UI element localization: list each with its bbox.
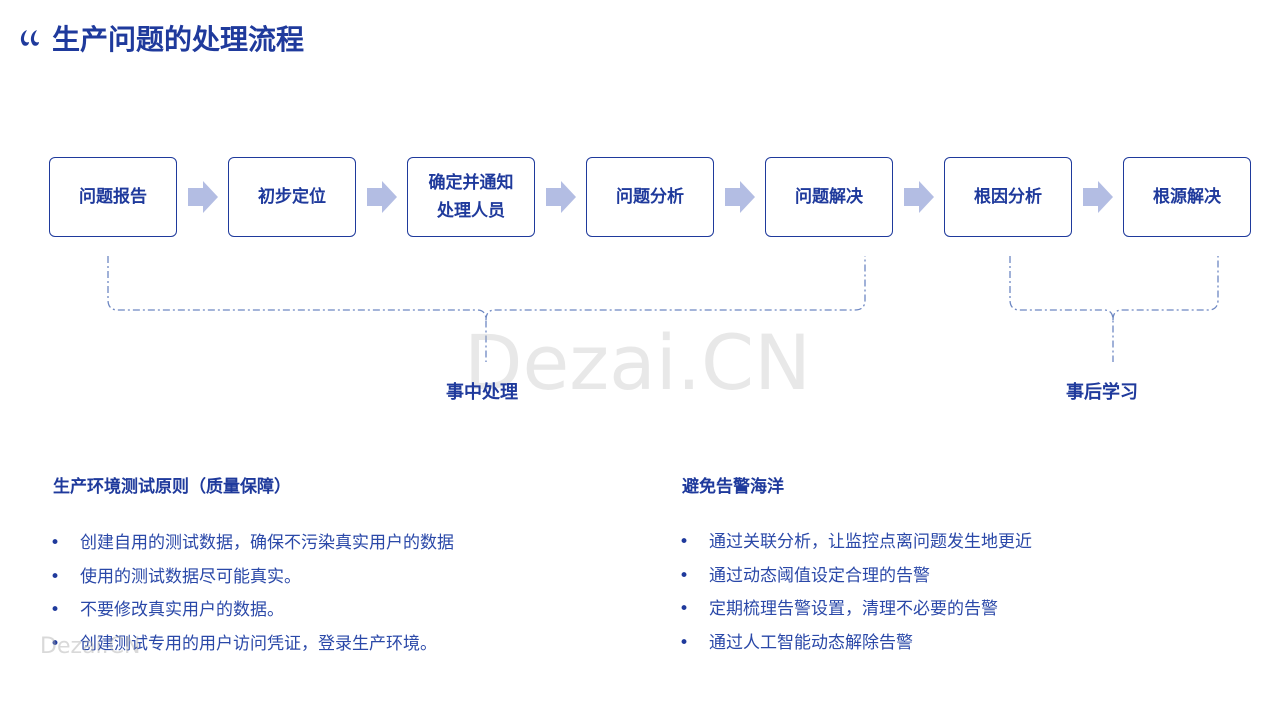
step-label: 问题分析 — [616, 187, 684, 207]
bullet-icon: • — [50, 633, 61, 654]
step-label: 问题报告 — [79, 187, 147, 207]
list-item: • 使用的测试数据尽可能真实。 — [50, 561, 454, 595]
section-title-avoid-alert-flood: 避免告警海洋 — [682, 477, 784, 497]
step-problem-solving: 问题解决 — [765, 157, 893, 237]
step-notify-handler: 确定并通知 处理人员 — [407, 157, 535, 237]
arrow-right-icon — [367, 181, 397, 213]
step-root-solution: 根源解决 — [1123, 157, 1251, 237]
step-problem-report: 问题报告 — [49, 157, 177, 237]
step-label-line-1: 确定并通知 — [428, 173, 514, 193]
list-item-text: 创建自用的测试数据，确保不污染真实用户的数据 — [80, 533, 454, 553]
list-item: • 通过人工智能动态解除告警 — [679, 627, 1032, 661]
list-item-text: 定期梳理告警设置，清理不必要的告警 — [709, 599, 998, 619]
arrow-right-icon — [546, 181, 576, 213]
step-root-cause-analysis: 根因分析 — [944, 157, 1072, 237]
list-item: • 定期梳理告警设置，清理不必要的告警 — [679, 593, 1032, 627]
page-title: 生产问题的处理流程 — [52, 23, 305, 56]
list-item: • 创建自用的测试数据，确保不污染真实用户的数据 — [50, 527, 454, 561]
alert-strategies-list: • 通过关联分析，让监控点离问题发生地更近 • 通过动态阈值设定合理的告警 • 定期梳… — [679, 526, 1032, 660]
after-phase-bracket — [1009, 256, 1219, 362]
step-label: 初步定位 — [258, 187, 326, 207]
watermark: Dezai.CN — [464, 318, 811, 407]
phase-label-after: 事后学习 — [1066, 382, 1138, 403]
bullet-icon: • — [679, 599, 690, 619]
list-item-text: 使用的测试数据尽可能真实。 — [80, 566, 301, 587]
step-label: 根因分析 — [974, 187, 1042, 207]
bullet-icon: • — [50, 566, 61, 587]
list-item-text: 通过关联分析，让监控点离问题发生地更近 — [709, 532, 1032, 552]
bullet-icon: • — [679, 532, 690, 552]
list-item: • 通过动态阈值设定合理的告警 — [679, 560, 1032, 594]
bullet-icon: • — [50, 600, 61, 620]
arrow-right-icon — [725, 181, 755, 213]
list-item-text: 不要修改真实用户的数据。 — [80, 600, 284, 620]
bullet-icon: • — [50, 533, 61, 553]
brand-logo-icon — [20, 30, 39, 46]
list-item-text: 通过人工智能动态解除告警 — [709, 632, 913, 653]
bullet-icon: • — [679, 565, 690, 586]
bullet-icon: • — [679, 632, 690, 653]
testing-principles-list: • 创建自用的测试数据，确保不污染真实用户的数据 • 使用的测试数据尽可能真实。 •… — [50, 527, 454, 661]
step-label-line-2: 处理人员 — [437, 201, 505, 221]
arrow-right-icon — [1083, 181, 1113, 213]
list-item: • 创建测试专用的用户访问凭证，登录生产环境。 — [50, 628, 454, 662]
step-label: 根源解决 — [1153, 187, 1221, 207]
list-item: • 通过关联分析，让监控点离问题发生地更近 — [679, 526, 1032, 560]
watermark-small: Dezai.CN — [40, 634, 141, 659]
section-title-testing-principles: 生产环境测试原则（质量保障） — [53, 477, 291, 497]
step-problem-analysis: 问题分析 — [586, 157, 714, 237]
arrow-right-icon — [188, 181, 218, 213]
step-label: 问题解决 — [795, 187, 863, 207]
list-item-text: 通过动态阈值设定合理的告警 — [709, 565, 930, 586]
arrow-right-icon — [904, 181, 934, 213]
phase-label-during: 事中处理 — [446, 382, 518, 403]
step-initial-location: 初步定位 — [228, 157, 356, 237]
list-item-text: 创建测试专用的用户访问凭证，登录生产环境。 — [80, 633, 437, 654]
list-item: • 不要修改真实用户的数据。 — [50, 594, 454, 628]
